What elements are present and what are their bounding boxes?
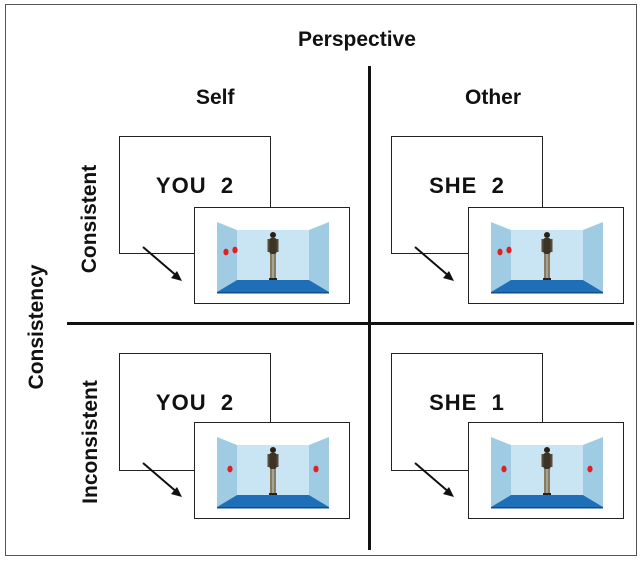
row-label-inconsistent: Inconsistent [79, 380, 102, 504]
column-label-self: Self [196, 86, 235, 109]
room-scene [217, 222, 329, 294]
target-dot [313, 465, 319, 473]
floor [491, 495, 603, 507]
right-wall [583, 437, 603, 507]
row-label-consistent: Consistent [78, 164, 101, 274]
horizontal-divider [67, 322, 634, 325]
floor-edge [217, 507, 329, 509]
floor-edge [217, 292, 329, 294]
cue-pronoun: SHE [429, 390, 478, 415]
perspective-title: Perspective [298, 28, 416, 51]
figure-frame [5, 4, 637, 556]
cue-text: SHE 2 [392, 173, 542, 199]
left-wall [217, 222, 237, 292]
avatar-figure [267, 232, 279, 280]
floor-edge [491, 507, 603, 509]
target-dot [223, 248, 229, 256]
cue-number: 1 [491, 390, 505, 415]
cue-pronoun: YOU [155, 390, 207, 415]
avatar-figure [541, 447, 553, 495]
cue-text: YOU 2 [120, 390, 270, 416]
scene-card [194, 422, 350, 519]
right-wall [309, 222, 329, 292]
avatar-figure [267, 447, 279, 495]
consistency-axis-label: Consistency [25, 264, 48, 390]
room-scene [217, 437, 329, 509]
left-wall [217, 437, 237, 507]
scene-card [194, 207, 350, 304]
cue-number: 2 [220, 173, 235, 198]
right-wall [583, 222, 603, 292]
right-wall [309, 437, 329, 507]
target-dot [232, 246, 238, 254]
cue-number: 2 [220, 390, 235, 415]
floor [217, 280, 329, 292]
room-scene [491, 437, 603, 509]
vertical-divider [368, 66, 371, 550]
target-dot [497, 248, 503, 256]
cue-pronoun: SHE [429, 173, 478, 198]
cue-number: 2 [491, 173, 505, 198]
floor [217, 495, 329, 507]
room-scene [491, 222, 603, 294]
arrow-icon [414, 462, 454, 497]
cue-text: SHE 1 [392, 390, 542, 416]
target-dot [227, 465, 233, 473]
column-label-other: Other [465, 86, 522, 109]
arrow-icon [142, 246, 182, 281]
left-wall [491, 222, 511, 292]
cue-pronoun: YOU [155, 173, 207, 198]
arrow-icon [414, 246, 454, 281]
arrow-icon [142, 462, 182, 497]
scene-card [468, 207, 624, 304]
floor [491, 280, 603, 292]
target-dot [587, 465, 593, 473]
target-dot [501, 465, 507, 473]
floor-edge [491, 292, 603, 294]
cue-text: YOU 2 [120, 173, 270, 199]
target-dot [506, 246, 512, 254]
left-wall [491, 437, 511, 507]
scene-card [468, 422, 624, 519]
avatar-figure [541, 232, 553, 280]
